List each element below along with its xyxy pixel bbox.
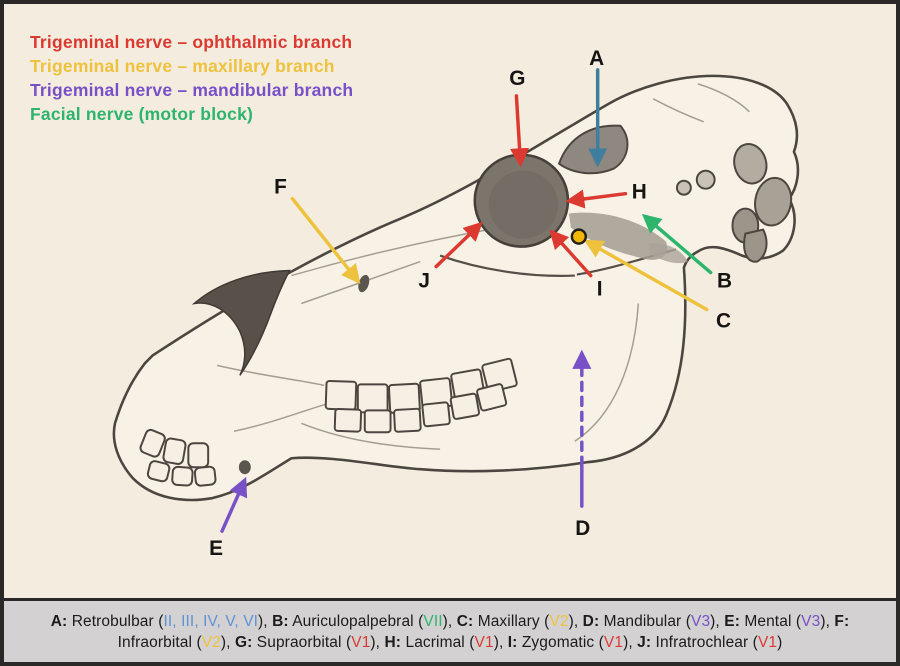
orbit-inner-shading	[488, 170, 559, 239]
cheek-teeth	[324, 357, 518, 434]
arrow-c-maxillary	[583, 239, 709, 312]
skull-figure: A G H F J I B C D E Trigeminal nerve – o…	[4, 4, 896, 598]
caption-block-letter: A:	[50, 612, 68, 630]
caption-nerve-abbreviation: V1	[351, 633, 371, 651]
caption-nerve-abbreviation: V1	[757, 633, 778, 651]
letter-labels: A G H F J I B C D E	[209, 47, 732, 560]
infraorbital-foramen	[358, 274, 370, 293]
legend-item-maxillary: Trigeminal nerve – maxillary branch	[30, 56, 335, 76]
legend: Trigeminal nerve – ophthalmic branch Tri…	[30, 30, 353, 126]
arrow-i-zygomatic	[549, 229, 593, 278]
label-h: H	[632, 181, 647, 204]
arrow-b-auriculopalpebral	[641, 213, 713, 275]
caption-block-letter: B:	[272, 612, 289, 630]
label-f: F	[274, 176, 287, 199]
arrow-e-mental	[220, 476, 248, 533]
label-i: I	[597, 277, 603, 300]
arrow-h-lacrimal	[565, 189, 628, 209]
label-d: D	[575, 517, 590, 540]
caption-bar: A: Retrobulbar (II, III, IV, V, VI), B: …	[4, 598, 896, 662]
mental-foramen	[238, 460, 251, 475]
tympanic-region	[675, 143, 793, 263]
legend-item-mandibular: Trigeminal nerve – mandibular branch	[30, 80, 354, 100]
caption-nerve-abbreviation: V1	[603, 633, 624, 651]
skull-diagram-svg: A G H F J I B C D E	[112, 47, 800, 560]
arrow-f-infraorbital	[290, 196, 361, 285]
incisor-teeth	[139, 428, 217, 487]
nasoincisive-notch	[191, 269, 291, 376]
arrows	[220, 68, 713, 533]
caption-block-letter: J:	[637, 633, 652, 651]
caption-nerve-abbreviation: V3	[801, 612, 821, 630]
label-g: G	[509, 67, 525, 90]
tmj-shading	[648, 243, 688, 264]
horse-skull-drawing	[112, 74, 800, 502]
label-b: B	[717, 269, 732, 292]
label-a: A	[589, 47, 604, 70]
arrow-j-infratrochlear	[434, 221, 483, 269]
caption-nerve-abbreviation: V1	[474, 633, 494, 651]
caption-text: A: Retrobulbar (II, III, IV, V, VI), B: …	[50, 612, 850, 651]
caption-nerve-abbreviation: V3	[691, 612, 711, 630]
caption-block-letter: C:	[456, 612, 474, 630]
legend-item-facial: Facial nerve (motor block)	[30, 104, 254, 124]
label-c: C	[716, 309, 731, 332]
caption-nerve-abbreviation: V2	[201, 633, 221, 651]
caption-nerve-abbreviation: II, III, IV, V, VI	[163, 612, 259, 630]
zygomatic-shading	[568, 212, 668, 260]
caption-block-letter: I:	[507, 633, 518, 651]
caption-block-letter: G:	[234, 633, 253, 651]
legend-item-ophthalmic: Trigeminal nerve – ophthalmic branch	[30, 32, 353, 52]
caption-nerve-abbreviation: VII	[423, 612, 443, 630]
caption-nerve-abbreviation: V2	[549, 612, 569, 630]
caption-block-letter: F:	[834, 612, 850, 630]
caption-block-letter: H:	[384, 633, 402, 651]
label-j: J	[418, 269, 430, 292]
injection-site-dot	[570, 228, 588, 245]
label-e: E	[209, 537, 223, 560]
caption-block-letter: E:	[724, 612, 740, 630]
caption-block-letter: D:	[582, 612, 600, 630]
arrow-g-supraorbital	[510, 94, 530, 168]
